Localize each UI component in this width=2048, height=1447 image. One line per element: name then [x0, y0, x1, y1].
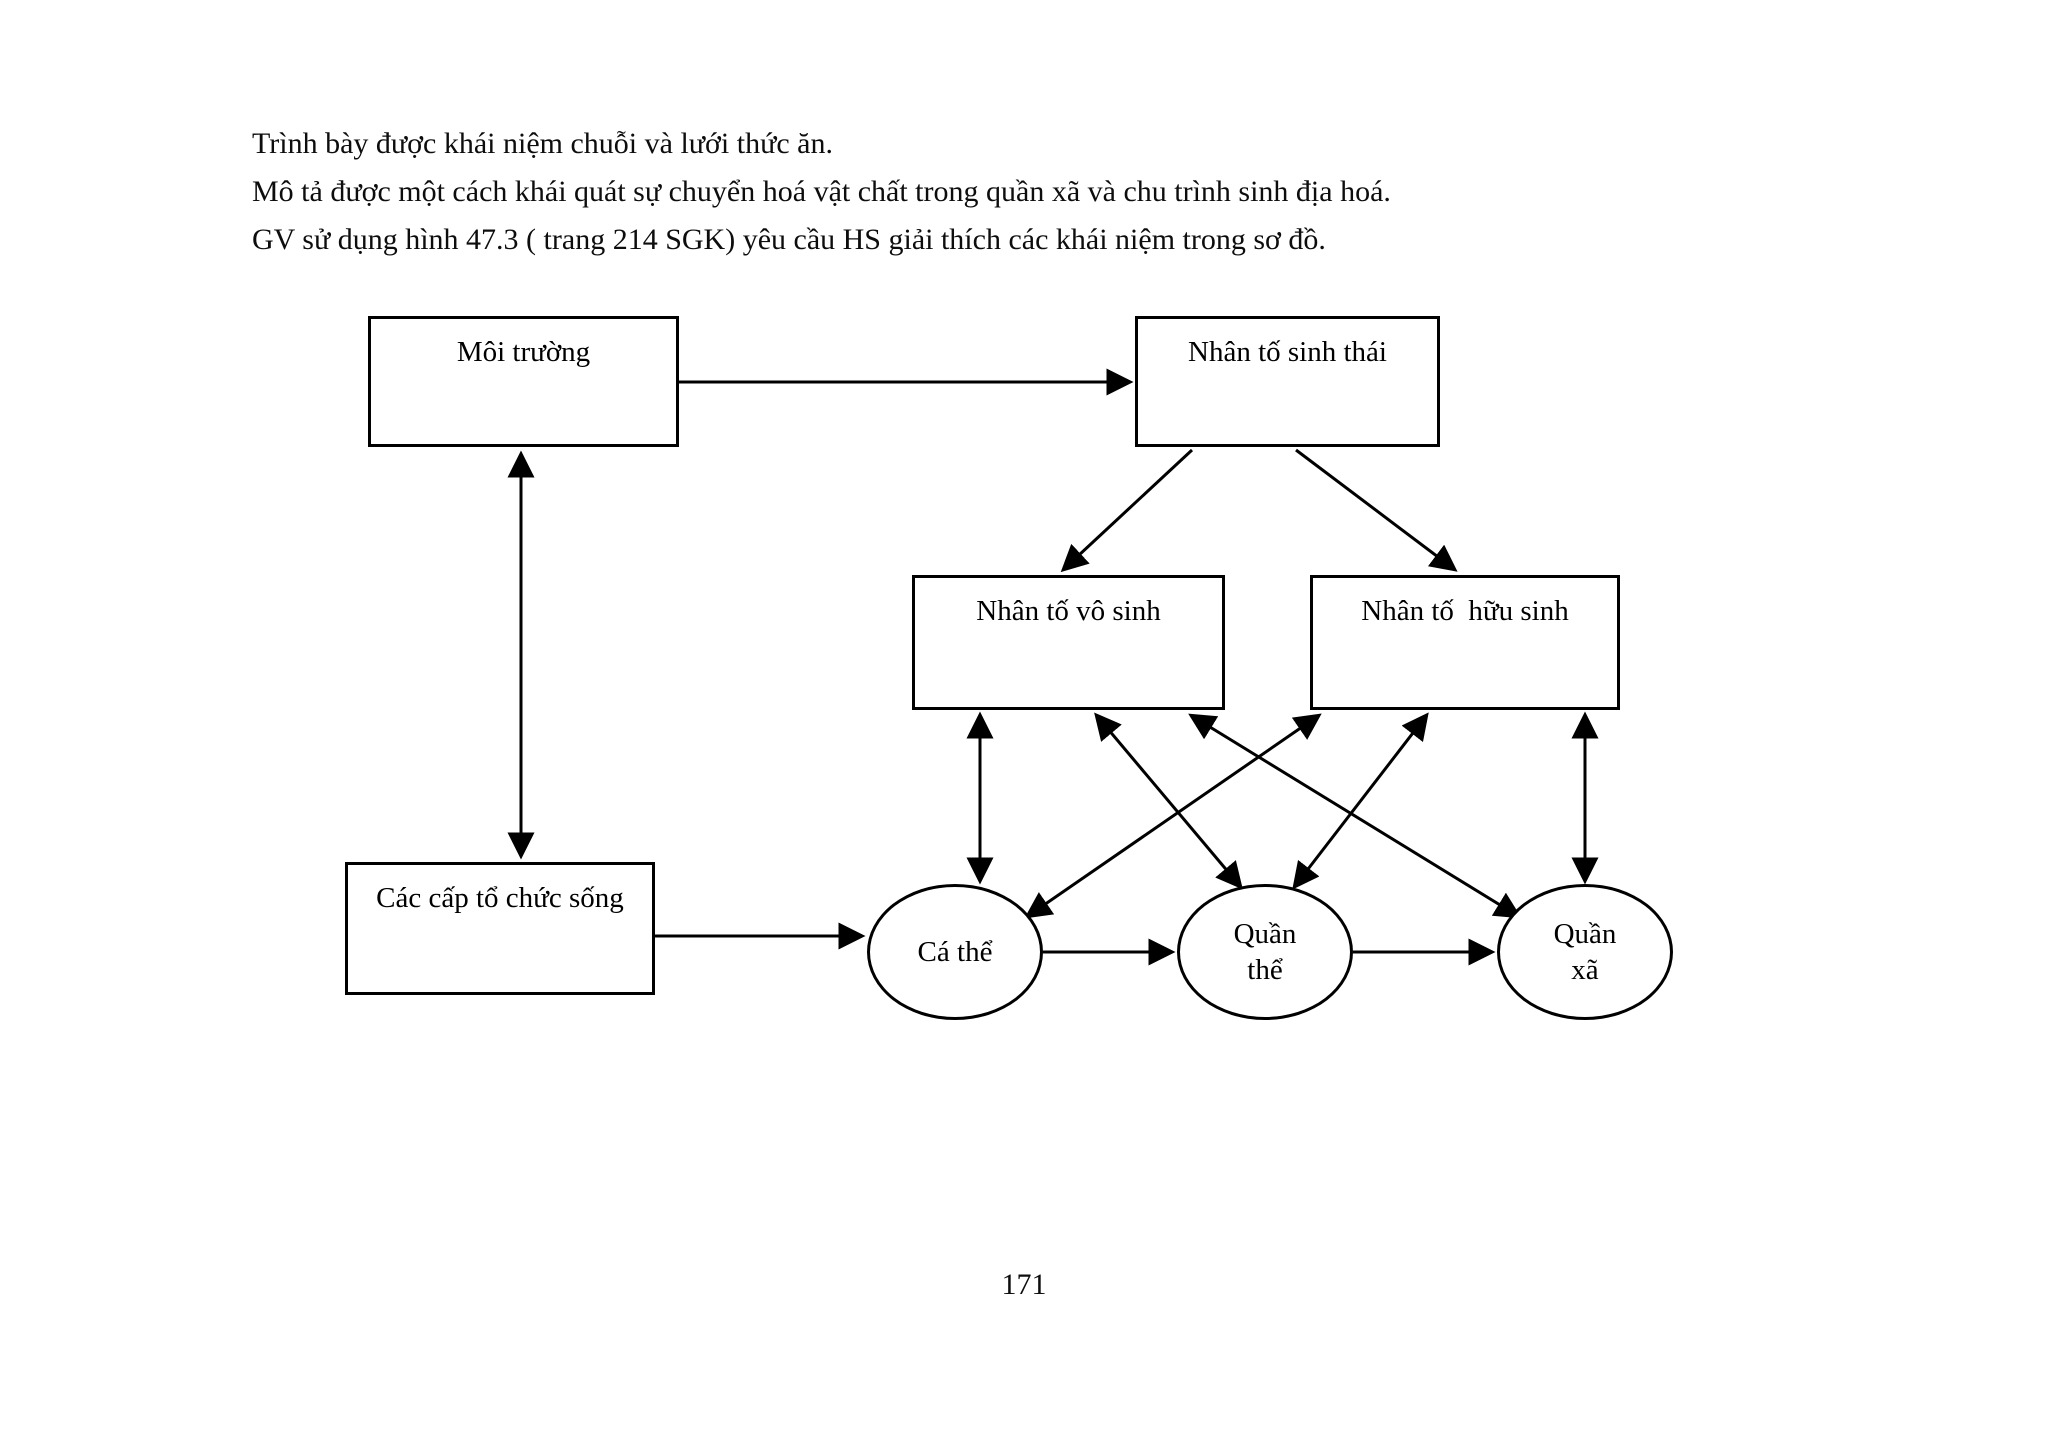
node-cac-cap-to-chuc-song-label: Các cấp tổ chức sống	[376, 882, 624, 914]
node-moi-truong[interactable]: Môi trường	[368, 316, 679, 447]
node-quan-xa[interactable]: Quần xã	[1497, 884, 1673, 1020]
node-nhan-to-huu-sinh-label: Nhân tố hữu sinh	[1361, 595, 1569, 627]
instruction-line-1: Trình bày được khái niệm chuỗi và lưới t…	[252, 127, 833, 160]
edge-sinh-thai-to-vo-sinh	[1060, 448, 1194, 573]
node-nhan-to-sinh-thai[interactable]: Nhân tố sinh thái	[1135, 316, 1440, 447]
instruction-text-block: Trình bày được khái niệm chuỗi và lưới t…	[252, 120, 1672, 264]
node-nhan-to-vo-sinh[interactable]: Nhân tố vô sinh	[912, 575, 1225, 710]
node-ca-the[interactable]: Cá thể	[867, 884, 1043, 1020]
node-cac-cap-to-chuc-song[interactable]: Các cấp tổ chức sống	[345, 862, 655, 995]
node-nhan-to-sinh-thai-label: Nhân tố sinh thái	[1188, 336, 1387, 368]
node-moi-truong-label: Môi trường	[456, 336, 591, 368]
node-quan-the-label: Quần thể	[1233, 918, 1297, 986]
edge-vo-sinh-to-quan-the	[1094, 712, 1243, 890]
node-quan-xa-label: Quần xã	[1553, 918, 1617, 986]
node-nhan-to-vo-sinh-label: Nhân tố vô sinh	[976, 595, 1161, 627]
page-number: 171	[1001, 1268, 1047, 1301]
node-ca-the-label: Cá thể	[917, 936, 993, 968]
instruction-line-3: GV sử dụng hình 47.3 ( trang 214 SGK) yê…	[252, 223, 1326, 256]
edge-huu-sinh-to-quan-the	[1292, 712, 1429, 890]
instruction-line-2: Mô tả được một cách khái quát sự chuyển …	[252, 175, 1391, 208]
node-nhan-to-huu-sinh[interactable]: Nhân tố hữu sinh	[1310, 575, 1620, 710]
node-quan-the[interactable]: Quần thể	[1177, 884, 1353, 1020]
edge-sinh-thai-to-huu-sinh	[1295, 448, 1458, 572]
